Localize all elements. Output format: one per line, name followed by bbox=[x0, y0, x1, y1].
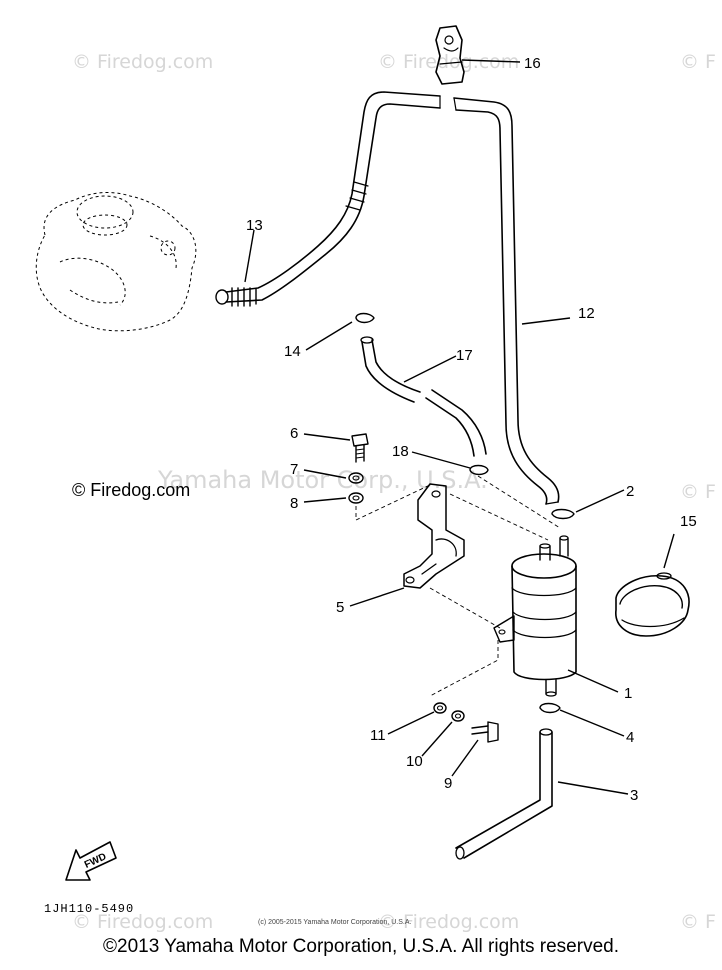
footer-copyright: ©2013 Yamaha Motor Corporation, U.S.A. A… bbox=[103, 936, 619, 957]
callout-12: 12 bbox=[578, 305, 595, 322]
callout-6: 6 bbox=[290, 425, 298, 442]
part-9-11-bolt-washers bbox=[433, 702, 499, 743]
watermark: Yamaha Motor Corp., U.S.A. bbox=[157, 466, 488, 494]
carburetor-outline bbox=[35, 192, 197, 332]
callout-17: 17 bbox=[456, 347, 473, 364]
callout-16: 16 bbox=[524, 55, 541, 72]
assembly-lines bbox=[355, 475, 561, 697]
callout-10: 10 bbox=[406, 753, 423, 770]
watermark: © F bbox=[680, 481, 716, 503]
watermark: © Firedog.com bbox=[72, 911, 213, 933]
part-13-hose bbox=[215, 91, 441, 307]
callout-15: 15 bbox=[680, 513, 697, 530]
watermark: © F bbox=[680, 911, 716, 933]
callout-9: 9 bbox=[444, 775, 452, 792]
callout-labels: 1 2 3 4 5 6 7 8 9 10 11 12 13 14 15 16 1… bbox=[246, 55, 697, 804]
part-16-clip bbox=[435, 25, 465, 85]
callout-3: 3 bbox=[630, 787, 638, 804]
watermark: © Firedog.com bbox=[378, 51, 519, 73]
callout-11: 11 bbox=[370, 727, 386, 744]
part-3-hose bbox=[455, 728, 553, 860]
callout-18: 18 bbox=[392, 443, 409, 460]
part-12-hose bbox=[453, 97, 560, 505]
callout-1: 1 bbox=[624, 685, 632, 702]
hose-clips bbox=[355, 312, 575, 714]
part-1-fuel-pump bbox=[493, 535, 577, 697]
part-17-hose bbox=[360, 336, 487, 457]
fwd-arrow-icon: FWD bbox=[65, 841, 117, 881]
watermark: © F bbox=[680, 51, 716, 73]
callout-8: 8 bbox=[290, 495, 298, 512]
firedog-copyright: © Firedog.com bbox=[72, 480, 191, 500]
part-6-8-bolt-washers bbox=[348, 433, 369, 504]
callout-14: 14 bbox=[284, 343, 301, 360]
callout-13: 13 bbox=[246, 217, 263, 234]
diagram-code: 1JH110-5490 bbox=[44, 902, 135, 916]
callout-7: 7 bbox=[290, 461, 298, 478]
watermark: © Firedog.com bbox=[378, 911, 519, 933]
small-copyright: (c) 2005-2015 Yamaha Motor Corporation, … bbox=[258, 919, 412, 926]
part-5-bracket bbox=[403, 483, 465, 589]
part-15-cover bbox=[615, 572, 690, 637]
callout-2: 2 bbox=[626, 483, 634, 500]
watermark: © Firedog.com bbox=[72, 51, 213, 73]
watermark-layer: © Firedog.com © Firedog.com © F Yamaha M… bbox=[72, 51, 716, 933]
callout-4: 4 bbox=[626, 729, 634, 746]
callout-5: 5 bbox=[336, 599, 344, 616]
leader-lines bbox=[244, 59, 675, 795]
